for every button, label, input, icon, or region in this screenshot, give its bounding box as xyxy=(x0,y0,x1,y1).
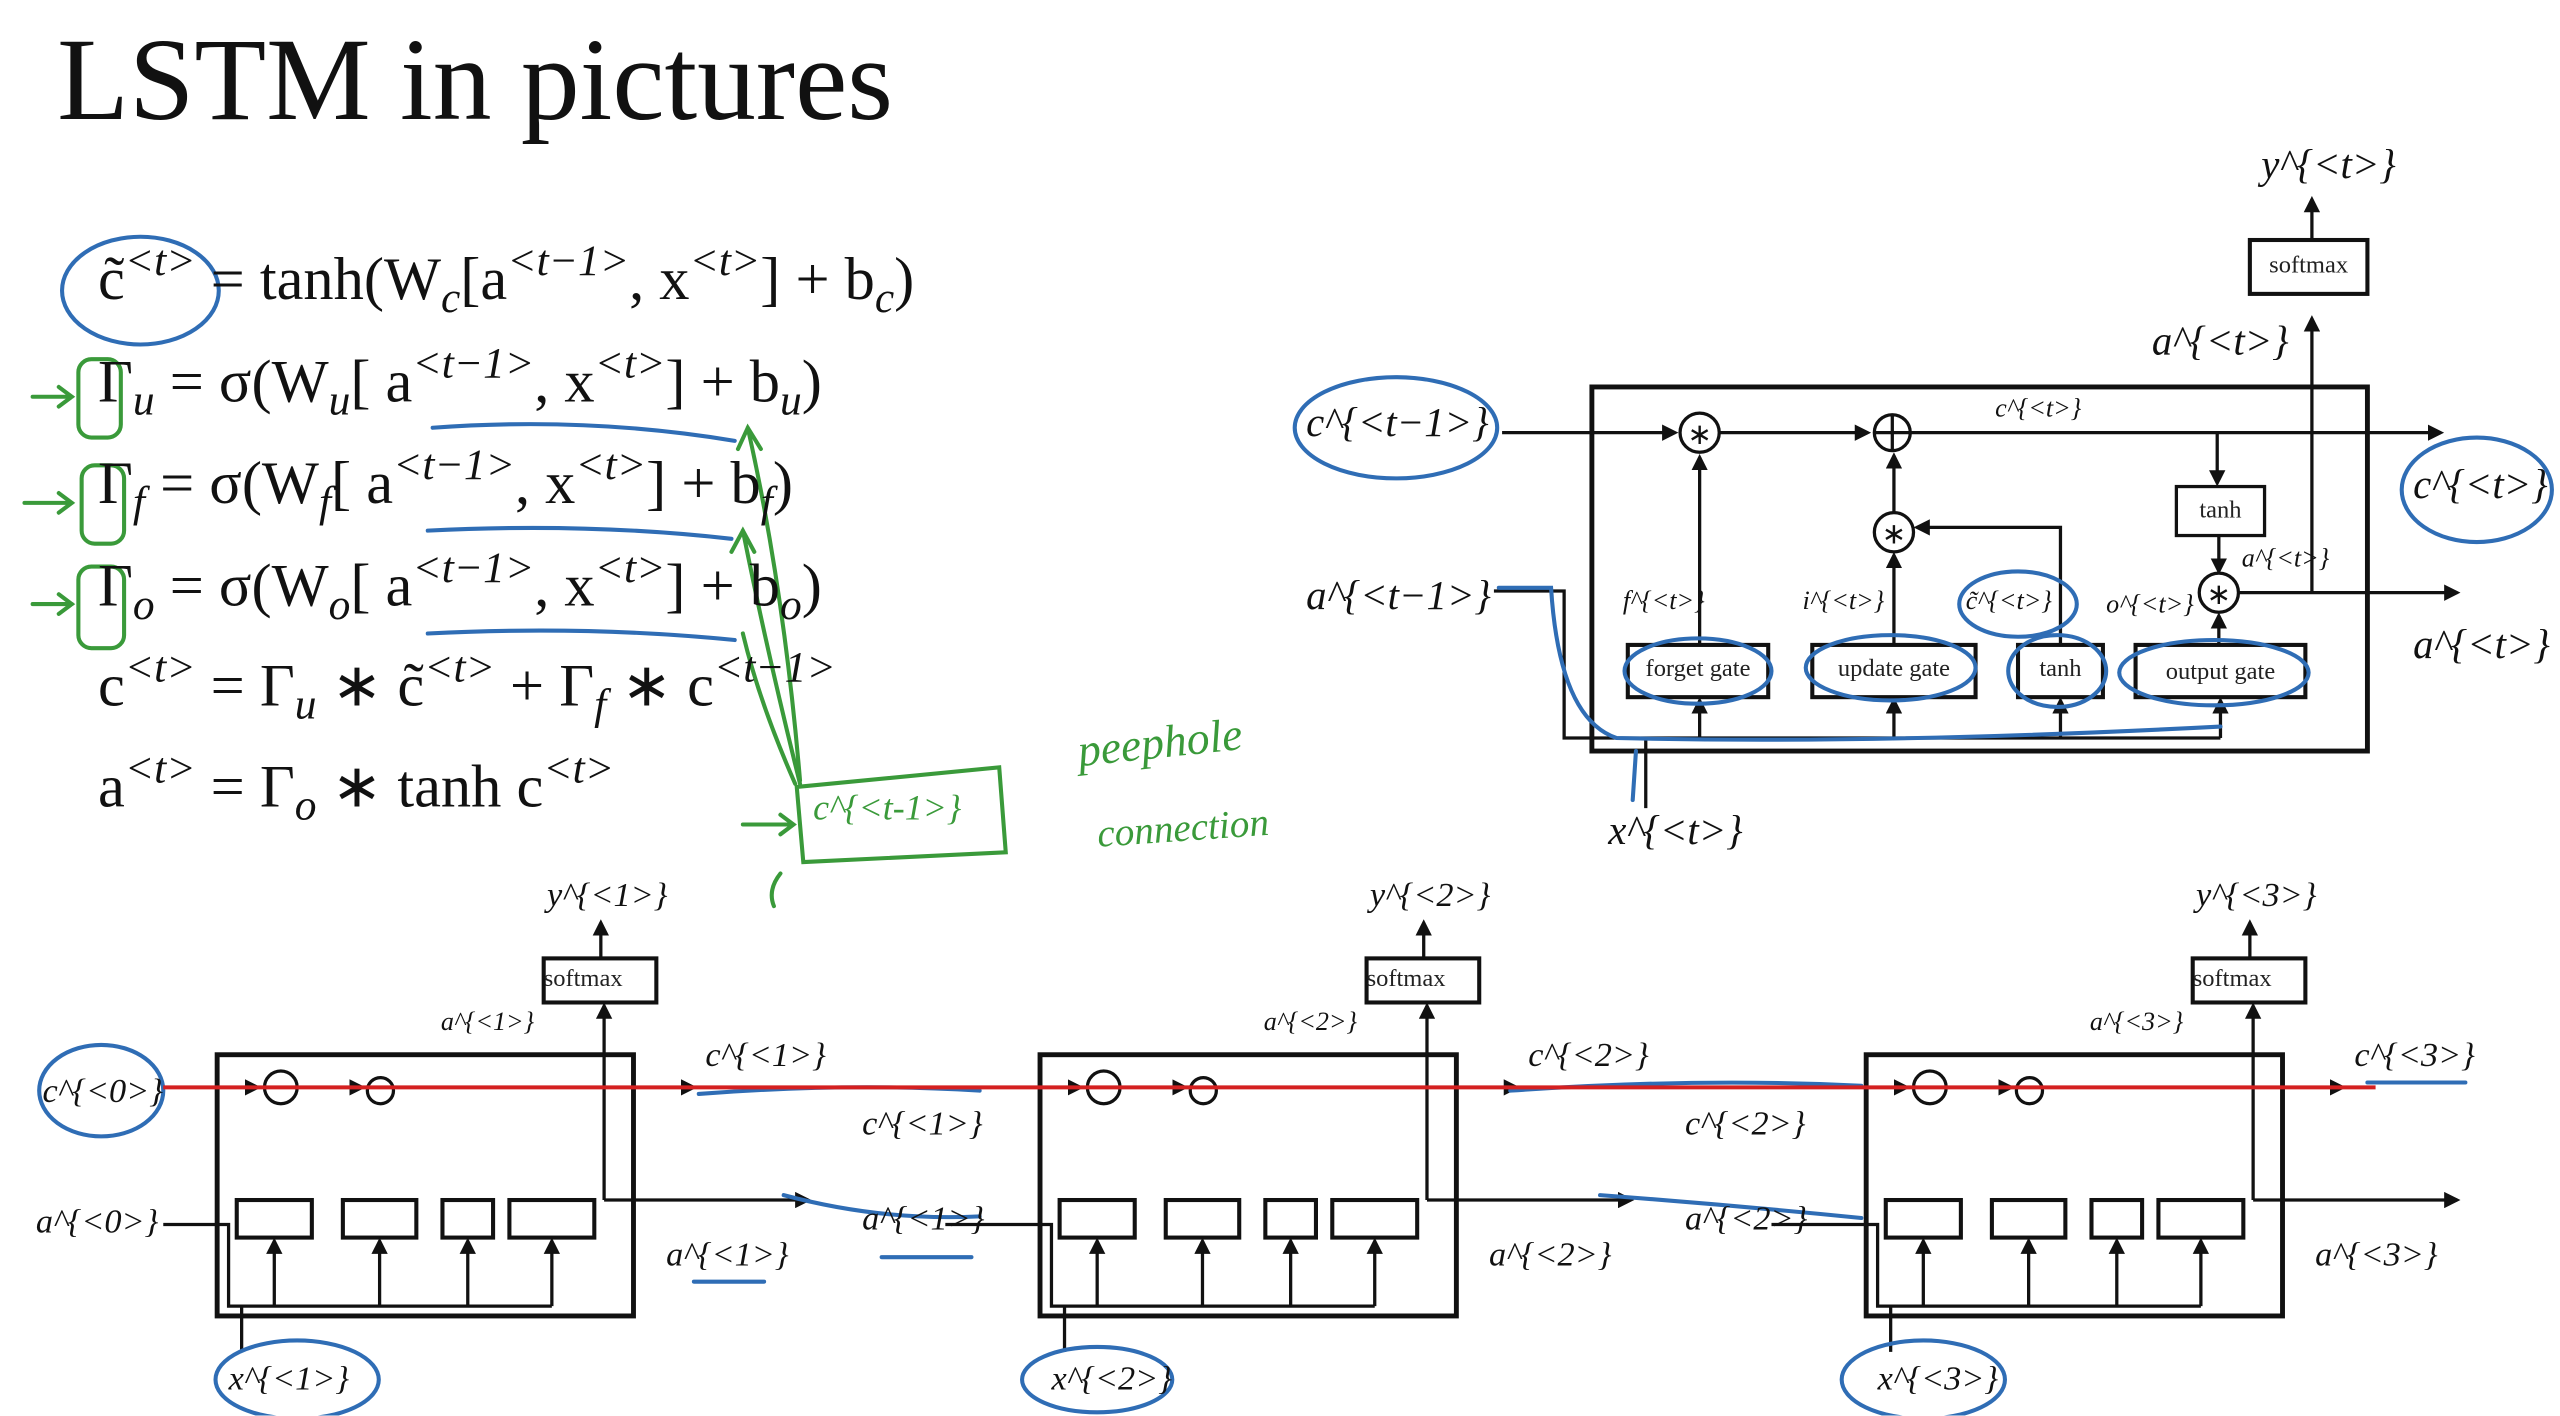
tanh-label: tanh xyxy=(2199,497,2242,525)
softmax-label: softmax xyxy=(2269,253,2349,280)
equation-1: c̃<t> = tanh(Wc[a<t−1>, x<t>] + bc) xyxy=(97,235,915,322)
lstm-cell-detail: ∗ ∗ ∗ xyxy=(1493,195,2461,809)
cell-3-a-up-label: a^{<3>} xyxy=(2089,1009,2184,1037)
a-small-label: a^{<t>} xyxy=(2241,545,2330,574)
a0-label: a^{<0>} xyxy=(35,1201,159,1241)
cell-3-border xyxy=(1863,1052,2285,1319)
cell-1-add-icon xyxy=(365,1075,396,1106)
cell-1-gate-3 xyxy=(440,1197,496,1240)
cell-3-a-out-label: a^{<3>} xyxy=(2315,1234,2438,1274)
equation-5: c<t> = Γu ∗ c̃<t> + Γf ∗ c<t−1> xyxy=(97,642,836,729)
y-out-label: y^{<t>} xyxy=(2261,143,2396,188)
cell-2-gate-1 xyxy=(1057,1197,1137,1240)
cell-3-x-label: x^{<3>} xyxy=(1877,1358,1999,1398)
cell-border xyxy=(1589,384,2370,754)
cell-3-c-in-label: c^{<2>} xyxy=(1684,1103,1806,1143)
cell-2-y-label: y^{<2>} xyxy=(1369,875,1491,915)
f-label: f^{<t>} xyxy=(1622,587,1705,616)
cell-2-a-up-label: a^{<2>} xyxy=(1263,1009,1358,1037)
a-up-label: a^{<t>} xyxy=(2151,320,2289,365)
blue-circle-c-out xyxy=(2399,435,2554,545)
cell-3-gate-2 xyxy=(1989,1197,2068,1240)
cell-3-a-in-line xyxy=(1771,1222,2201,1308)
page-title: LSTM in pictures xyxy=(57,14,894,146)
equation-6: a<t> = Γo ∗ tanh c<t> xyxy=(97,743,615,830)
equation-4: Γo = σ(Wo[ a<t−1>, x<t>] + bo) xyxy=(97,542,822,629)
cell-1-a-in-line xyxy=(163,1222,552,1308)
cell-2-add-icon xyxy=(1188,1075,1218,1106)
ctilde-label: c̃^{<t>} xyxy=(1965,587,2052,616)
green-box-peephole xyxy=(794,765,1008,865)
equation-3: Γf = σ(Wf[ a<t−1>, x<t>] + bf) xyxy=(97,439,793,526)
c-mid-label: c^{<t>} xyxy=(1995,395,2082,423)
blue-circle-ctilde xyxy=(60,234,221,347)
peephole-box-label: c^{<t-1>} xyxy=(813,786,962,828)
cell-2-a-in-line xyxy=(945,1222,1375,1308)
softmax-box xyxy=(2247,237,2370,296)
cell-2-gate-3 xyxy=(1263,1197,1318,1240)
cell-1-y-label: y^{<1>} xyxy=(546,875,668,915)
cell-3-add-icon xyxy=(2014,1075,2045,1106)
equation-2: Γu = σ(Wu[ a<t−1>, x<t>] + bu) xyxy=(97,338,822,425)
cell-1-gate-1 xyxy=(234,1197,314,1240)
cell-1-border xyxy=(214,1052,636,1319)
cell-2-softmax-label: softmax xyxy=(1366,966,1446,993)
cell-1-softmax-box xyxy=(541,956,659,1005)
cell-2-c-in-label: c^{<1>} xyxy=(862,1103,983,1143)
c-prev-label: c^{<t−1>} xyxy=(1306,401,1489,446)
cell-1-a-out-label: a^{<1>} xyxy=(666,1234,789,1274)
update-gate-label: update gate xyxy=(1837,656,1951,683)
c-out-label: c^{<t>} xyxy=(2413,463,2548,508)
cell-3-softmax-label: softmax xyxy=(2192,966,2272,993)
asterisk-icon: ∗ xyxy=(2207,577,2232,611)
blue-circle-c-prev xyxy=(1292,375,1500,481)
a-out-label: a^{<t>} xyxy=(2413,623,2550,668)
cell-3-a-in-label: a^{<2>} xyxy=(1684,1198,1808,1238)
cell-2-x-label: x^{<2>} xyxy=(1051,1358,1172,1398)
o-label: o^{<t>} xyxy=(2106,591,2194,619)
cell-2-a-out-label: a^{<2>} xyxy=(1489,1234,1612,1274)
cell-3-gate-3 xyxy=(2089,1197,2145,1240)
cell-3-gate-1 xyxy=(1883,1197,1963,1240)
cell-2-softmax-box xyxy=(1364,956,1482,1005)
output-gate-label: output gate xyxy=(2165,659,2276,686)
forget-gate-label: forget gate xyxy=(1645,656,1751,683)
lstm-chain xyxy=(163,919,2461,1352)
cell-1-a-up-label: a^{<1>} xyxy=(440,1009,535,1037)
asterisk-icon: ∗ xyxy=(1882,517,1907,551)
cell-2-gate-4 xyxy=(1330,1197,1420,1240)
cell-2-border xyxy=(1037,1052,1459,1319)
tanh-gate-label: tanh xyxy=(2039,656,2082,683)
cell-1-gate-4 xyxy=(507,1197,597,1240)
cell-1-gate-2 xyxy=(340,1197,419,1240)
cell-1-softmax-label: softmax xyxy=(543,966,623,993)
cell-3-y-label: y^{<3>} xyxy=(2195,875,2317,915)
cell-3-c-out-label: c^{<3>} xyxy=(2354,1035,2475,1075)
green-box-gamma-u xyxy=(76,357,123,440)
cell-1-x-label: x^{<1>} xyxy=(228,1358,350,1398)
cell-2-c-out-label: c^{<2>} xyxy=(1528,1035,1649,1075)
cell-2-gate-2 xyxy=(1163,1197,1242,1240)
cell-3-softmax-box xyxy=(2190,956,2308,1005)
cell-1-c-out-label: c^{<1>} xyxy=(705,1035,826,1075)
i-label: i^{<t>} xyxy=(1802,587,1885,616)
cell-2-a-in-label: a^{<1>} xyxy=(862,1198,985,1238)
c0-label: c^{<0>} xyxy=(42,1071,163,1111)
cell-3-gate-4 xyxy=(2156,1197,2246,1240)
a-prev-label: a^{<t−1>} xyxy=(1306,574,1491,619)
asterisk-icon: ∗ xyxy=(1687,417,1712,451)
x-in-label: x^{<t>} xyxy=(1608,809,1743,854)
